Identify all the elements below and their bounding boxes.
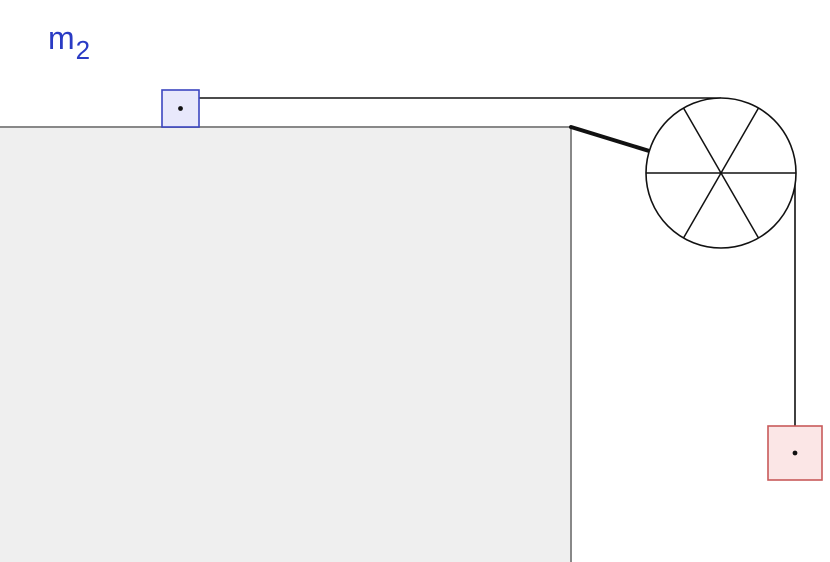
- mass-label-main: m: [48, 20, 75, 56]
- mass-label-subscript: 2: [75, 35, 91, 65]
- pulley-spoke: [682, 107, 760, 239]
- mass-block-m2[interactable]: [161, 89, 200, 128]
- hanging-mass-center-dot: [792, 450, 798, 456]
- mass-block-m2-center-dot: [178, 106, 183, 111]
- table: [0, 127, 571, 562]
- pulley: [645, 97, 797, 249]
- mass-label-m2: m2: [48, 22, 90, 63]
- pulley-spokes: [646, 107, 796, 239]
- hanging-mass-block[interactable]: [767, 425, 823, 481]
